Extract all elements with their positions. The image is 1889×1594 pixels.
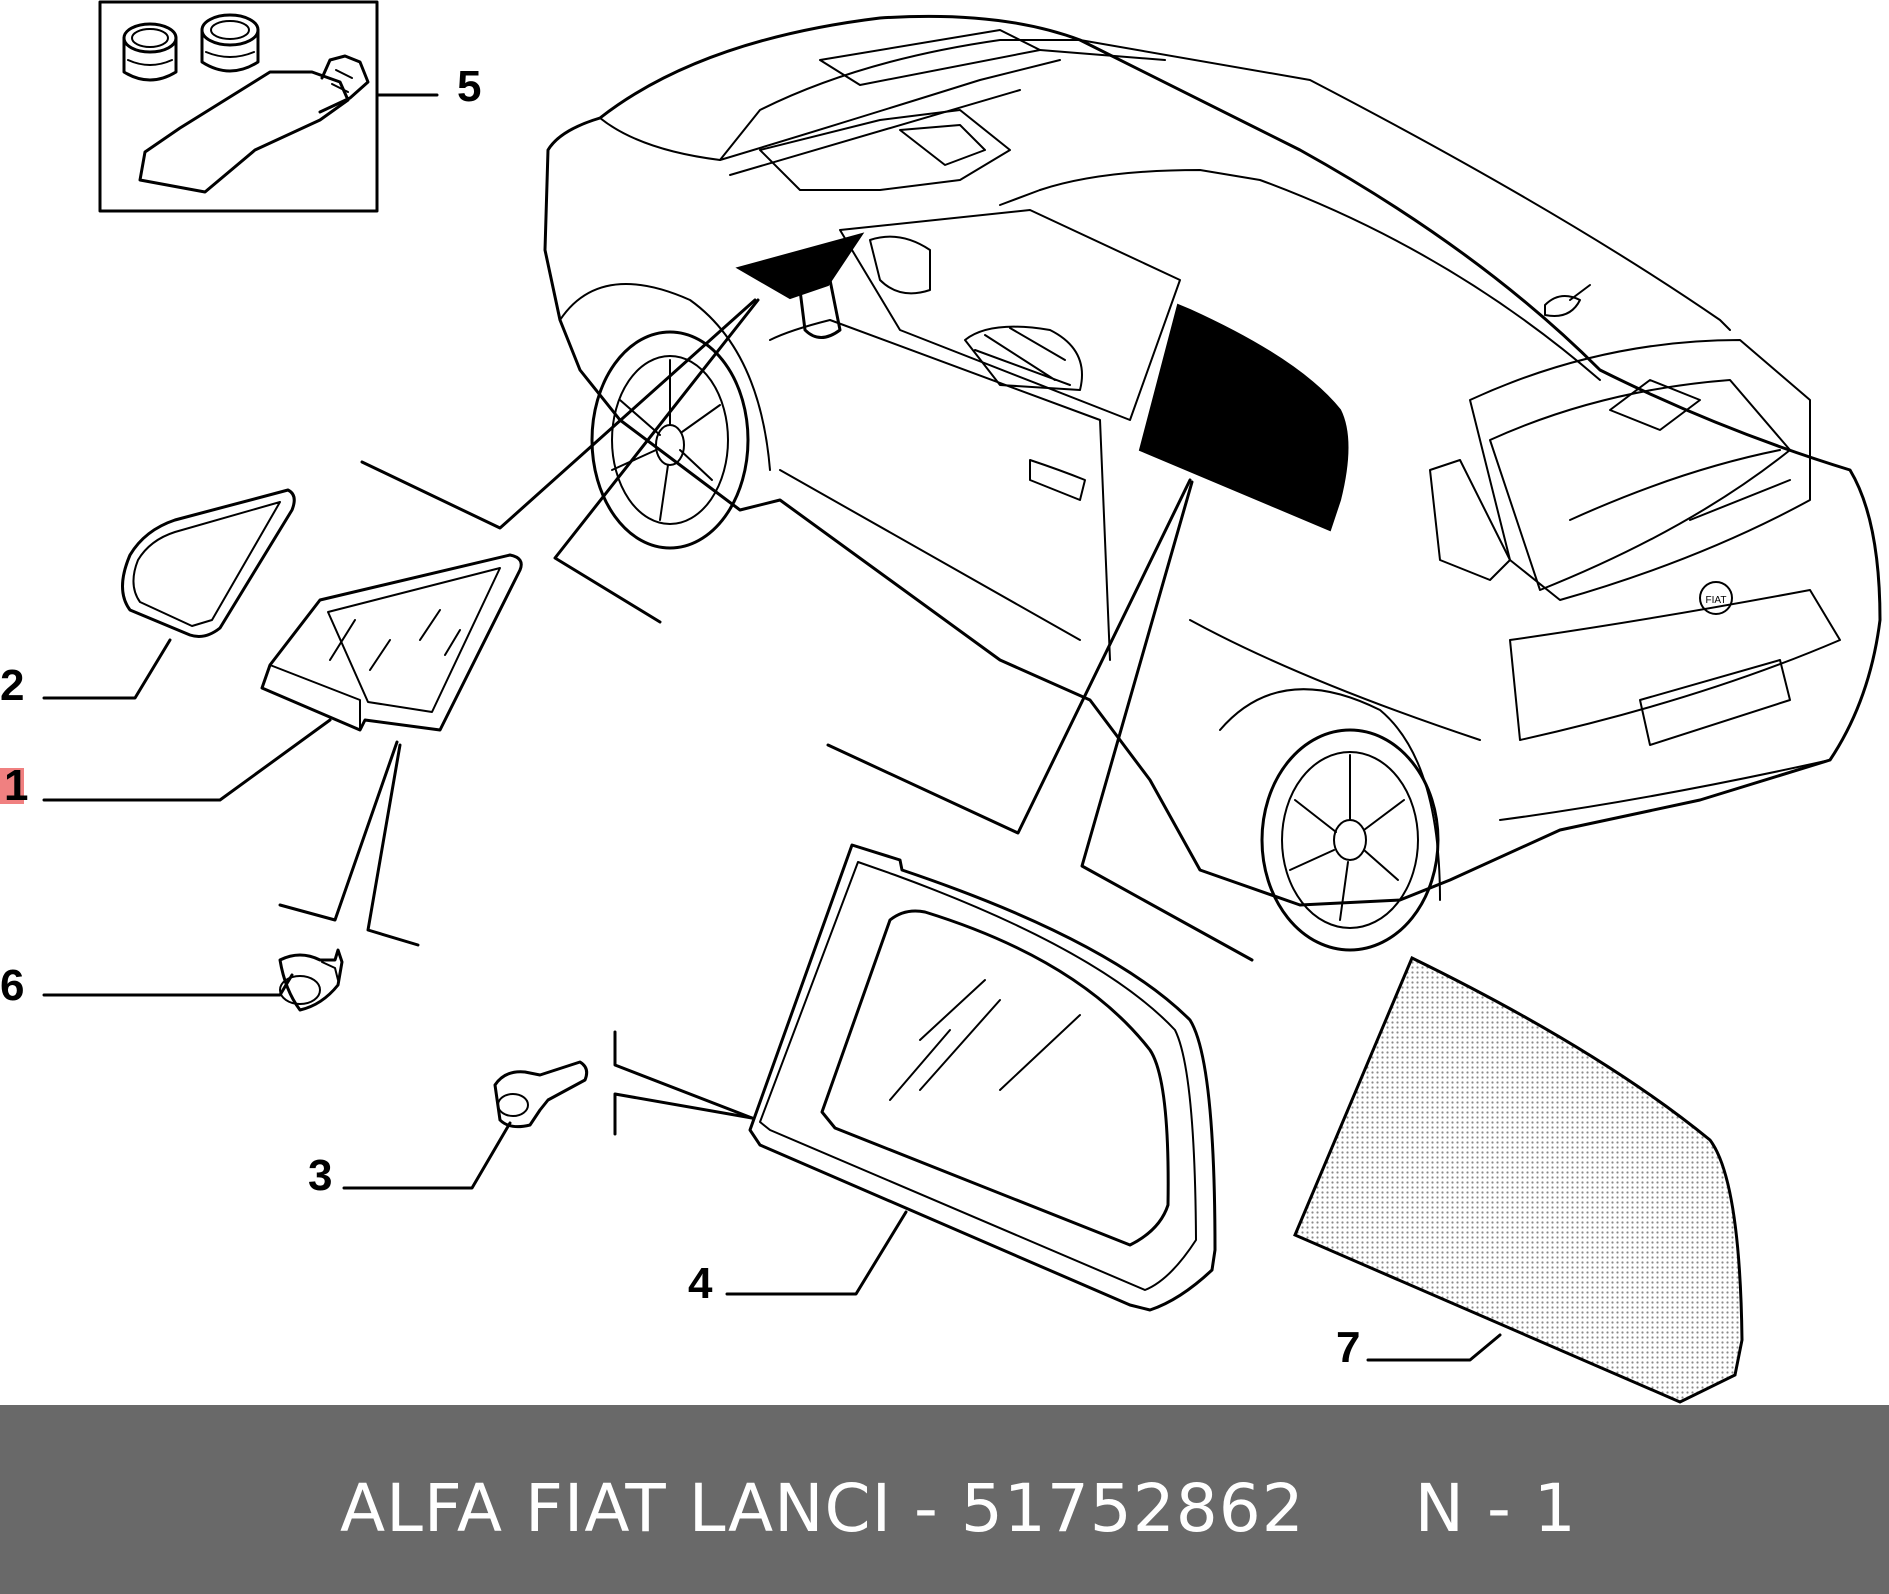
leader-lines: [360, 298, 1254, 962]
callout-label-4: 4: [688, 1259, 713, 1308]
callout-leaders: [42, 638, 1502, 1362]
part-3-clip: [493, 1060, 589, 1129]
part-2-trim-frame: [121, 488, 296, 638]
callout-1-highlight: [0, 768, 24, 804]
car-badge: FIAT: [1706, 595, 1727, 606]
callout-label-3: 3: [308, 1151, 332, 1200]
callout-label-7: 7: [1336, 1323, 1360, 1372]
footer-part-info: ALFA FIAT LANCI - 51752862 N - 1: [340, 1470, 1577, 1547]
part-5-sealant-kit: [98, 0, 439, 213]
callout-label-6: 6: [0, 961, 24, 1010]
part-6-clip: [278, 948, 344, 1012]
callout-label-2: 2: [0, 661, 24, 710]
footer-bar: [0, 1405, 1889, 1594]
callout-label-5: 5: [457, 62, 481, 111]
part-7-tinted-film: [1293, 955, 1744, 1404]
car-illustration: FIAT: [543, 14, 1882, 952]
part-4-rear-quarter-window: [748, 843, 1217, 1312]
part-1-quarter-glass: [260, 553, 523, 732]
leader-ticks: [278, 740, 754, 1136]
parts-diagram: FIAT: [0, 0, 1882, 1404]
callout-label-1: 1: [4, 761, 28, 810]
